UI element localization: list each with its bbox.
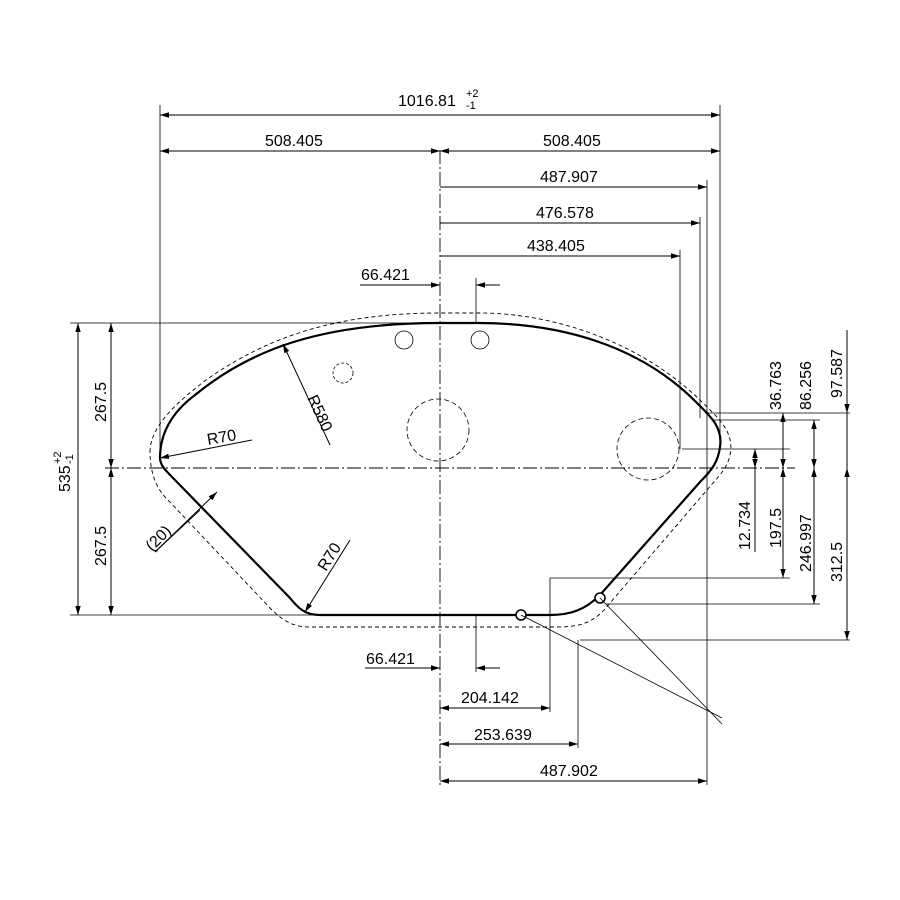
dim-total-height-tol-minus: -1 xyxy=(64,454,76,464)
radius-leader-left xyxy=(159,439,253,459)
drain-hole-right-icon xyxy=(616,417,680,481)
dim-total-width-tol-minus: -1 xyxy=(466,100,476,112)
radius-leader-big xyxy=(282,343,331,446)
dim-487907: 487.907 xyxy=(540,169,598,186)
dim-bottom-offset: 66.421 xyxy=(366,651,415,668)
sink-outline xyxy=(158,321,722,617)
leader-line xyxy=(520,614,723,719)
dim-204142: 204.142 xyxy=(461,690,519,707)
dim-487902: 487.902 xyxy=(540,763,598,780)
dim-476578: 476.578 xyxy=(536,205,594,222)
dim-3125: 312.5 xyxy=(829,542,846,582)
dim-12734: 12.734 xyxy=(737,501,754,550)
dim-246997: 246.997 xyxy=(798,514,815,572)
dashed-offset-outline xyxy=(149,312,732,628)
tap-hole-right-icon xyxy=(470,330,490,350)
dim-radius-left: R70 xyxy=(206,427,238,449)
dim-radius-big: R580 xyxy=(303,393,335,435)
dim-left-lower: 267.5 xyxy=(93,526,110,566)
dim-total-width-tol-plus: +2 xyxy=(466,88,479,100)
dim-top-offset: 66.421 xyxy=(361,267,410,284)
radius-leader-lower xyxy=(304,539,351,613)
tap-hole-left-icon xyxy=(394,330,414,350)
leader-line xyxy=(599,597,723,725)
dim-chamfer: (20) xyxy=(143,523,175,555)
dim-438405: 438.405 xyxy=(527,238,585,255)
dim-36763: 36.763 xyxy=(768,361,785,410)
dim-97587: 97.587 xyxy=(829,349,846,398)
dim-86256: 86.256 xyxy=(798,361,815,410)
dim-total-height: 535 xyxy=(57,465,74,492)
dim-left-half: 508.405 xyxy=(265,133,323,150)
dim-radius-lower: R70 xyxy=(315,540,345,574)
dim-total-width: 1016.81 xyxy=(398,93,456,110)
dim-right-half: 508.405 xyxy=(543,133,601,150)
chamfer-leader-2 xyxy=(154,509,201,553)
dim-left-upper: 267.5 xyxy=(93,382,110,422)
drain-hole-center-icon xyxy=(406,398,470,462)
dim-total-height-tol-plus: +2 xyxy=(52,451,64,464)
small-hole-icon xyxy=(332,362,354,384)
dim-253639: 253.639 xyxy=(474,727,532,744)
dim-1975: 197.5 xyxy=(768,508,785,548)
